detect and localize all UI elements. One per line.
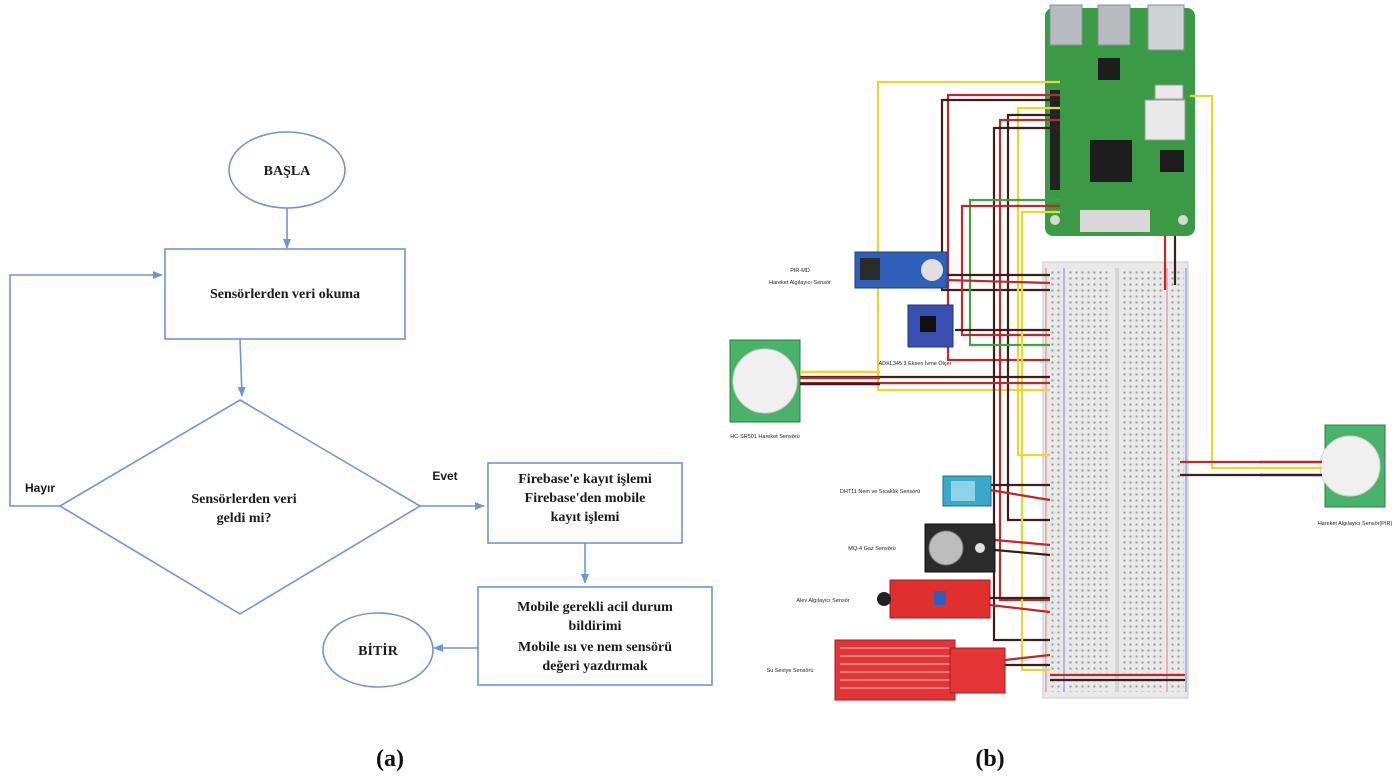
notify-label-line4: değeri yazdırmak	[542, 659, 648, 674]
flame-label: Alev Algılayıcı Sensör	[796, 598, 849, 604]
flame-module	[877, 579, 991, 619]
dht11-label: DHT11 Nem ve Sıcaklık Sensörü	[840, 489, 920, 495]
notify-label-line2: bildirimi	[569, 619, 622, 634]
notify-label-line3: Mobile ısı ve nem sensörü	[518, 640, 672, 655]
breadboard	[1042, 261, 1189, 699]
end-node	[322, 612, 434, 688]
pir-big-module	[729, 339, 880, 423]
pir-right-module	[1260, 424, 1386, 508]
firebase-label-line1: Firebase'e kayıt işlemi	[518, 472, 652, 487]
no-edge-label: Hayır	[25, 481, 55, 495]
caption-a: (a)	[376, 746, 404, 772]
firebase-label-line3: kayıt işlemi	[551, 510, 620, 525]
raspberry-pi-board	[1045, 4, 1195, 236]
pir-big-label: HC-SR501 Hareket Sensörü	[730, 434, 799, 440]
read-sensors-box	[164, 248, 406, 340]
firebase-label-line2: Firebase'den mobile	[525, 491, 646, 506]
notify-label-line1: Mobile gerekli acil durum	[517, 600, 673, 615]
read-label: Sensörlerden veri okuma	[210, 287, 360, 302]
yes-edge-label: Evet	[432, 469, 457, 483]
decision-label-line2: geldi mi?	[217, 511, 272, 526]
mq4-label: MQ-4 Gaz Sensörü	[848, 546, 895, 552]
caption-b: (b)	[975, 746, 1004, 772]
pir-md-label-line2: Hareket Algılayıcı Sensör	[769, 280, 831, 286]
circuit-diagram: PIR-MD Hareket Algılayıcı Sensör ADXL345…	[729, 4, 1393, 701]
arrow-no-loop	[9, 271, 163, 507]
arrow-read-to-decision	[237, 338, 246, 397]
water-level-module	[834, 639, 1006, 701]
mq4-module	[924, 523, 996, 573]
adxl345-label: ADXL345 3 Eksen İvme Ölçer	[878, 360, 951, 367]
decision-label-line1: Sensörlerden veri	[191, 492, 296, 507]
pir-md-label-line1: PIR-MD	[790, 268, 810, 274]
pir-right-label: Hareket Algılayıcı Sensör(PIR)	[1318, 521, 1393, 527]
flowchart	[9, 131, 713, 688]
start-label: BAŞLA	[264, 164, 312, 179]
water-level-label: Su Seviye Sensörü	[767, 668, 814, 674]
notify-box	[477, 586, 713, 686]
decision-diamond	[58, 399, 422, 615]
end-label: BİTİR	[358, 642, 399, 659]
